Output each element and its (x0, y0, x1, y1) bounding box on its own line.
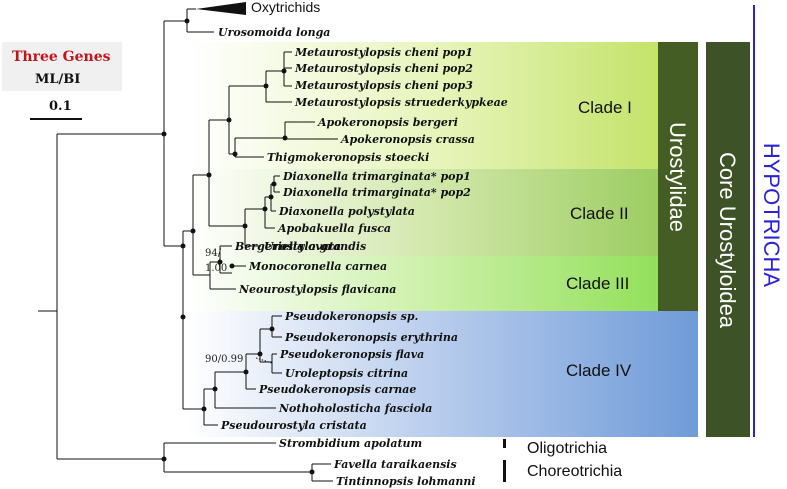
taxon-label: Apobakuella fusca (277, 222, 391, 235)
hypotricha-label: HYPOTRICHA (759, 143, 784, 288)
taxon-label: Metaurostylopsis struederkypkeae (294, 96, 508, 109)
core-urostyloidea-label: Core Urostyloidea (715, 152, 740, 329)
taxon-label: Thigmokeronopsis stoecki (267, 151, 429, 164)
clade-iii-label: Clade III (566, 274, 629, 293)
taxon-label: Metaurostylopsis cheni pop3 (294, 79, 473, 92)
support-value: 1.00 (205, 263, 227, 274)
clade-i-band (188, 42, 658, 169)
scale-bar-label: 0.1 (49, 99, 72, 114)
taxon-label: Strombidium apolatum (279, 437, 422, 450)
support-value: 94/ (205, 248, 222, 259)
urostylidae-box (658, 42, 698, 311)
taxon-label: Diaxonella trimarginata* pop1 (282, 170, 471, 183)
legend-box (2, 42, 122, 91)
taxon-label: Urosomoida longa (218, 26, 330, 39)
label-oxytrichids: Oxytrichids (251, 0, 320, 15)
clade-iv-label: Clade IV (566, 361, 632, 380)
taxon-label: Diaxonella trimarginata* pop2 (282, 186, 471, 199)
taxon-label: Pseudokeronopsis carnae (258, 383, 416, 396)
urostylidae-label: Urostylidae (665, 122, 690, 232)
taxon-label: Pseudokeronopsis flava (279, 348, 424, 361)
taxon-label: Metaurostylopsis cheni pop1 (294, 46, 473, 59)
taxon-label: Pseudokeronopsis sp. (284, 310, 419, 323)
taxon-label: Apokeronopsis bergeri (317, 116, 458, 129)
taxon-label: Favella taraikaensis (333, 458, 457, 471)
oligotrichia-bar (503, 439, 506, 448)
clade-i-label: Clade I (578, 98, 632, 117)
taxon-label: Nothoholosticha fasciola (278, 402, 432, 415)
legend-title: Three Genes (12, 49, 111, 65)
taxon-label: Bergeriella ovata (234, 240, 341, 253)
taxon-label: Apokeronopsis crassa (340, 133, 475, 146)
taxon-label: Metaurostylopsis cheni pop2 (294, 62, 473, 75)
clade-ii-band (188, 169, 658, 256)
legend-method: ML/BI (35, 72, 80, 87)
clade-ii-label: Clade II (570, 204, 629, 223)
node-dots (161, 18, 315, 475)
core-urostyloidea-box (706, 42, 750, 437)
taxon-label: Pseudokeronopsis erythrina (284, 331, 458, 344)
taxon-label: Pseudourostyla cristata (220, 419, 367, 432)
taxon-label: Urostyla grandis (264, 240, 366, 253)
oligotrichia-label: Oligotrichia (527, 440, 607, 457)
choreotrichia-label: Choreotrichia (527, 463, 622, 480)
taxon-label: Neourostylopsis flavicana (238, 283, 396, 296)
support-value: 90/0.99 (205, 354, 243, 365)
clade-iv-band (188, 311, 698, 437)
oxytrichids-collapsed-triangle (196, 2, 246, 15)
taxon-label: Diaxonella polystylata (278, 205, 415, 218)
taxon-label: Monocoronella carnea (248, 260, 387, 273)
clade-iii-band (188, 256, 658, 311)
choreotrichia-bar (503, 460, 506, 482)
tree-branches (38, 8, 338, 482)
taxon-label: Uroleptopsis citrina (285, 367, 408, 380)
taxon-label: Tintinnopsis lohmanni (336, 475, 476, 488)
